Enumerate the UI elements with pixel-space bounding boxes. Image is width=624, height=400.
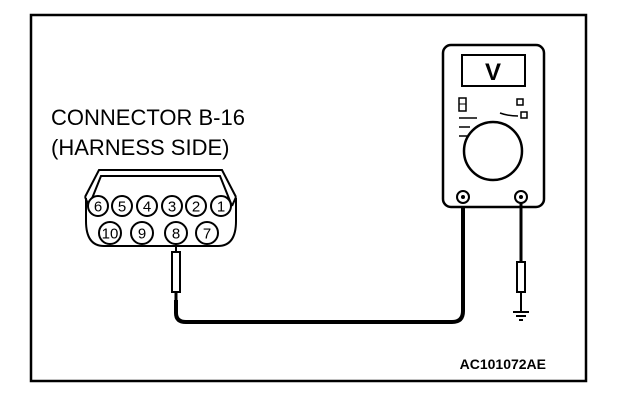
voltmeter-icon: V [441, 43, 546, 209]
pin-2: 2 [185, 195, 207, 217]
ground-lead [516, 203, 526, 312]
figure-code: AC101072AE [460, 356, 546, 372]
svg-text:8: 8 [172, 226, 180, 243]
pin-3: 3 [161, 195, 183, 217]
probe-lead-wire [174, 200, 465, 324]
pin-6: 6 [87, 195, 109, 217]
connector-b16: 6 5 4 3 2 1 10 9 [84, 169, 237, 247]
meter-dial [462, 120, 524, 182]
svg-text:6: 6 [94, 199, 102, 216]
pin-10: 10 [98, 221, 122, 245]
test-probe-icon [171, 244, 181, 302]
connector-title: CONNECTOR B-16 [51, 105, 245, 130]
ground-symbol-icon [513, 311, 529, 321]
pin-1: 1 [210, 195, 232, 217]
svg-text:9: 9 [138, 226, 146, 243]
svg-text:1: 1 [217, 199, 225, 216]
figure-frame [29, 13, 588, 383]
pin-9: 9 [130, 221, 154, 245]
connector-side-label: (HARNESS SIDE) [51, 135, 229, 160]
pin-5: 5 [111, 195, 133, 217]
pin-4: 4 [136, 195, 158, 217]
pin-7: 7 [195, 221, 219, 245]
svg-text:5: 5 [118, 199, 126, 216]
svg-text:2: 2 [192, 199, 200, 216]
pin-8: 8 [164, 221, 188, 245]
svg-text:3: 3 [168, 199, 176, 216]
svg-text:4: 4 [143, 199, 151, 216]
meter-display-label: V [485, 59, 501, 86]
svg-text:7: 7 [203, 226, 211, 243]
svg-text:10: 10 [102, 226, 119, 243]
